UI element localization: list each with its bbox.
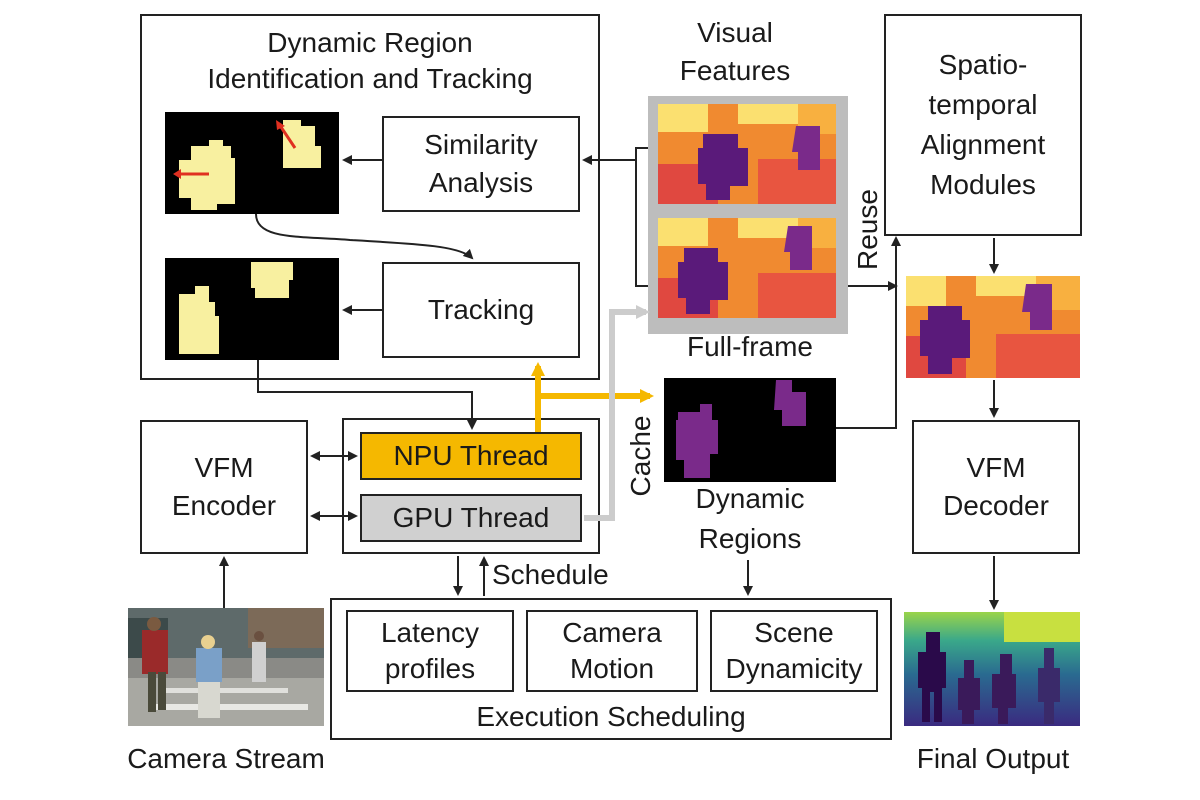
scene-line1: Scene xyxy=(754,617,834,648)
final-output-depth-map xyxy=(904,612,1080,726)
motion-mask-image xyxy=(165,112,339,214)
gpu-thread-label: GPU Thread xyxy=(392,502,550,533)
alignment-line2: temporal xyxy=(928,89,1038,120)
full-frame-label: Full-frame xyxy=(686,331,813,362)
dynamic-regions-map xyxy=(664,378,836,482)
vfm-encoder-line1: VFM xyxy=(194,452,254,483)
camera-motion-line2: Motion xyxy=(569,653,655,684)
camera-motion-line1: Camera xyxy=(562,617,662,648)
npu-thread-box: NPU Thread xyxy=(360,432,582,480)
dynamic-regions-line1: Dynamic xyxy=(695,483,805,514)
alignment-line3: Alignment xyxy=(920,129,1046,160)
similarity-analysis-box: Similarity Analysis xyxy=(382,116,580,212)
vfm-decoder-line1: VFM xyxy=(966,452,1026,483)
npu-thread-label: NPU Thread xyxy=(393,440,549,471)
feature-maps-stack xyxy=(648,96,848,334)
schedule-label: Schedule xyxy=(492,559,609,590)
camera-stream-photo xyxy=(128,608,324,726)
alignment-line4: Modules xyxy=(930,169,1036,200)
latency-profiles-box: Latency profiles xyxy=(346,610,514,692)
tracking-label: Tracking xyxy=(427,294,535,325)
execution-scheduling-title: Execution Scheduling xyxy=(476,701,746,732)
vfm-decoder-line2: Decoder xyxy=(943,490,1049,521)
dynamic-region-title-line2: Identification and Tracking xyxy=(207,63,533,94)
camera-stream-label: Camera Stream xyxy=(127,743,325,774)
visual-features-line2: Features xyxy=(679,55,791,86)
visual-features-line1: Visual xyxy=(697,17,773,48)
final-output-label: Final Output xyxy=(916,743,1070,774)
tracking-box: Tracking xyxy=(382,262,580,358)
dynamic-region-title-line1: Dynamic Region xyxy=(267,27,473,58)
similarity-line2: Analysis xyxy=(428,167,534,198)
scene-line2: Dynamicity xyxy=(725,653,863,684)
camera-motion-box: Camera Motion xyxy=(526,610,698,692)
alignment-modules-box: Spatio- temporal Alignment Modules xyxy=(884,14,1082,236)
similarity-line1: Similarity xyxy=(424,129,538,160)
latency-line1: Latency xyxy=(380,617,480,648)
aligned-feature-map xyxy=(906,276,1080,378)
alignment-line1: Spatio- xyxy=(938,49,1028,80)
dynamic-regions-line2: Regions xyxy=(698,523,802,554)
vfm-encoder-line2: Encoder xyxy=(171,490,277,521)
gpu-thread-box: GPU Thread xyxy=(360,494,582,542)
tracked-mask-image xyxy=(165,258,339,360)
scene-dynamicity-box: Scene Dynamicity xyxy=(710,610,878,692)
vfm-encoder-box: VFM Encoder xyxy=(140,420,308,554)
vfm-decoder-box: VFM Decoder xyxy=(912,420,1080,554)
latency-line2: profiles xyxy=(384,653,476,684)
